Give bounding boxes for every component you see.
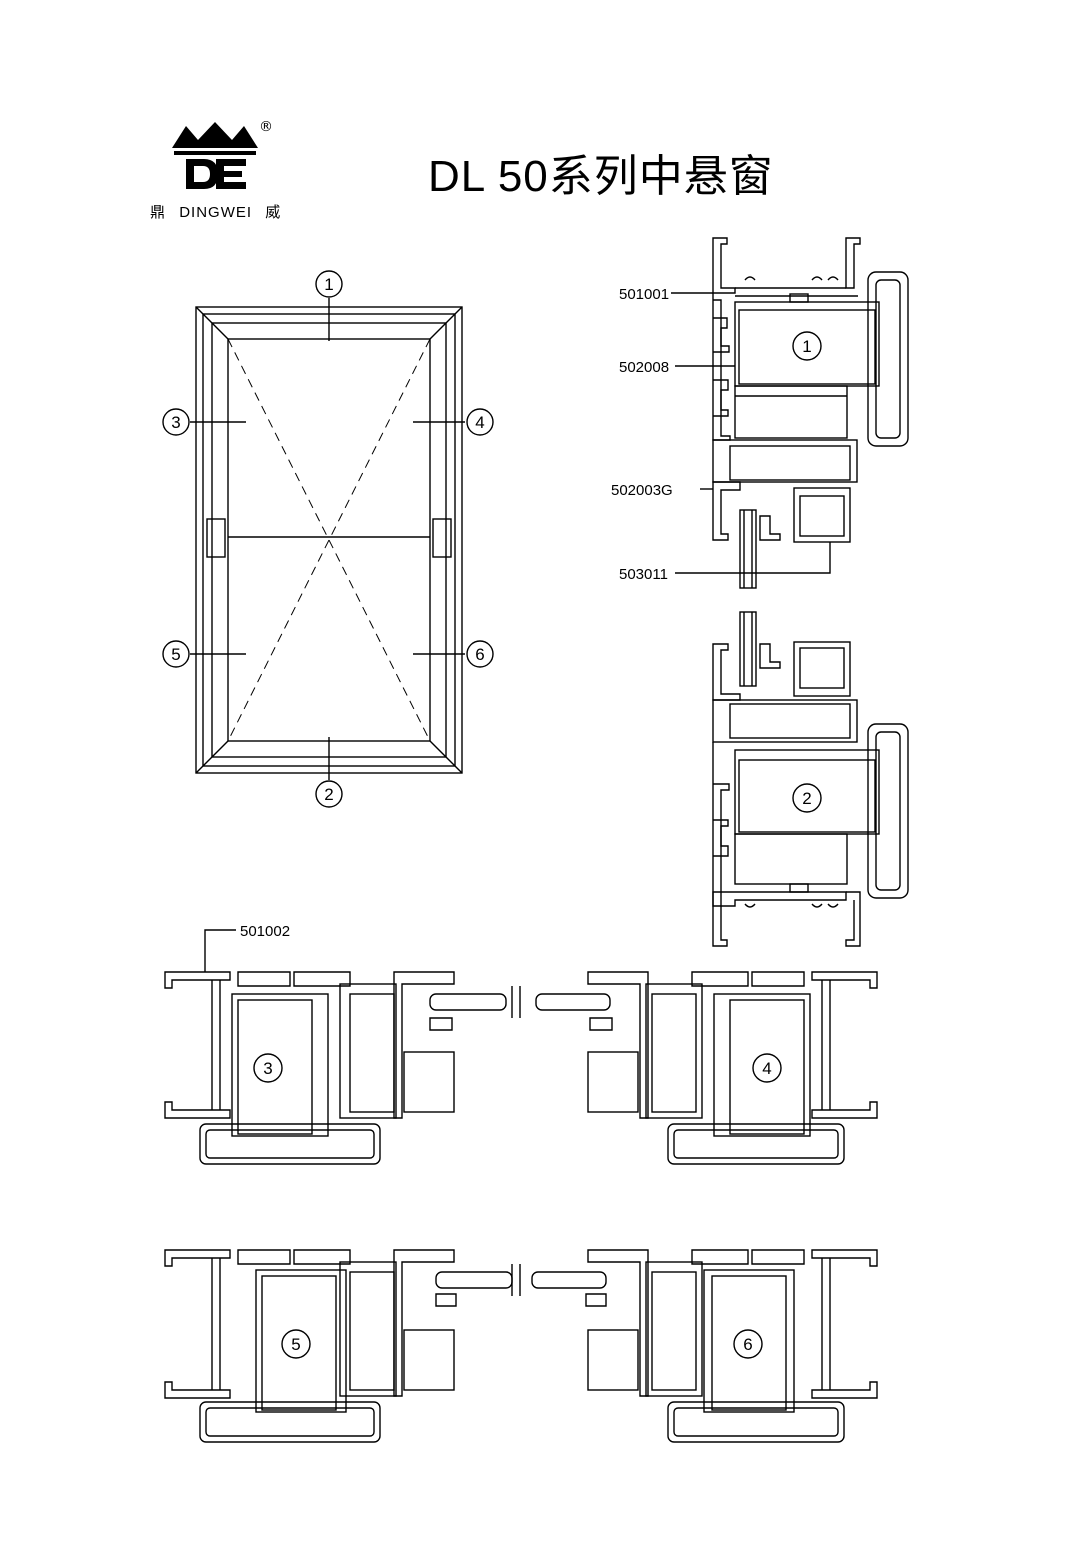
section-number-2: 2 <box>792 783 822 813</box>
section-number-1-label: 1 <box>802 337 811 356</box>
horizontal-section-3: 3 <box>164 929 521 1165</box>
brand-char-left: 鼎 <box>150 203 167 221</box>
window-elevation: 1 2 3 4 5 6 <box>162 270 494 808</box>
callout-2: 2 <box>315 780 343 808</box>
horizontal-section-4: 4 <box>535 971 878 1165</box>
callout-2-label: 2 <box>324 785 333 804</box>
callout-6-label: 6 <box>475 645 484 664</box>
callout-4-label: 4 <box>475 413 484 432</box>
horizontal-section-6: 6 <box>531 1249 878 1443</box>
crown-mountain-logo-icon <box>172 122 258 189</box>
brand-name-latin: DINGWEI <box>179 204 253 221</box>
registered-mark: ® <box>259 119 273 135</box>
section-number-1: 1 <box>792 331 822 361</box>
part-label-502003G: 502003G <box>611 482 673 499</box>
part-label-502008: 502008 <box>619 359 669 376</box>
callout-5: 5 <box>162 640 190 668</box>
section-number-3: 3 <box>253 1053 283 1083</box>
section-number-5-label: 5 <box>291 1335 300 1354</box>
callout-6: 6 <box>466 640 494 668</box>
section-number-3-label: 3 <box>263 1059 272 1078</box>
page-title: DL 50系列中悬窗 <box>428 152 774 201</box>
section-number-6: 6 <box>733 1329 763 1359</box>
section-number-4: 4 <box>752 1053 782 1083</box>
part-label-501002: 501002 <box>240 923 290 940</box>
brand-char-right: 威 <box>265 203 282 221</box>
section-number-4-label: 4 <box>762 1059 771 1078</box>
callout-5-label: 5 <box>171 645 180 664</box>
section-number-6-label: 6 <box>743 1335 752 1354</box>
part-label-503011: 503011 <box>619 566 668 583</box>
vertical-section-bottom: 2 <box>712 611 909 947</box>
callout-1: 1 <box>315 270 343 298</box>
callout-4: 4 <box>466 408 494 436</box>
callout-3: 3 <box>162 408 190 436</box>
vertical-section-top: 1 <box>671 237 909 589</box>
brand-name: 鼎 DINGWEI 威 <box>150 201 281 222</box>
part-label-501001: 501001 <box>619 286 669 303</box>
horizontal-section-5: 5 <box>164 1249 521 1443</box>
callout-3-label: 3 <box>171 413 180 432</box>
section-number-2-label: 2 <box>802 789 811 808</box>
section-number-5: 5 <box>281 1329 311 1359</box>
callout-1-label: 1 <box>324 275 333 294</box>
